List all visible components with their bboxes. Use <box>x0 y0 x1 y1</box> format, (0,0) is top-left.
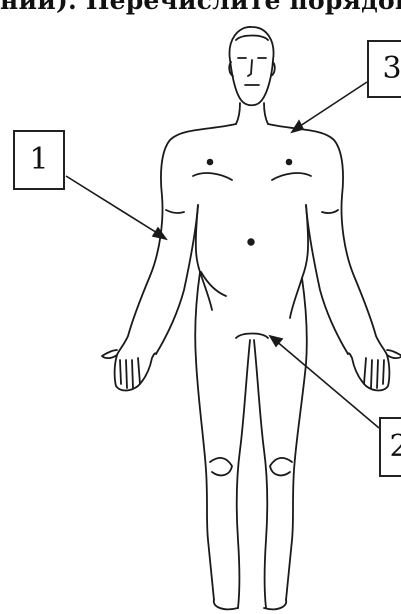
left-leg <box>195 272 214 600</box>
right-leg <box>286 278 307 600</box>
callout-arrow-1 <box>66 176 162 236</box>
torso-left <box>117 124 236 355</box>
torso-right <box>268 124 387 355</box>
right-hand <box>348 350 401 391</box>
neck <box>236 103 268 124</box>
callout-label-3: 3 <box>367 40 401 98</box>
callout-label-1: 1 <box>13 130 65 190</box>
callout-label-2: 2 <box>379 417 401 477</box>
left-hand <box>102 350 156 391</box>
callout-arrow-3 <box>297 82 367 128</box>
